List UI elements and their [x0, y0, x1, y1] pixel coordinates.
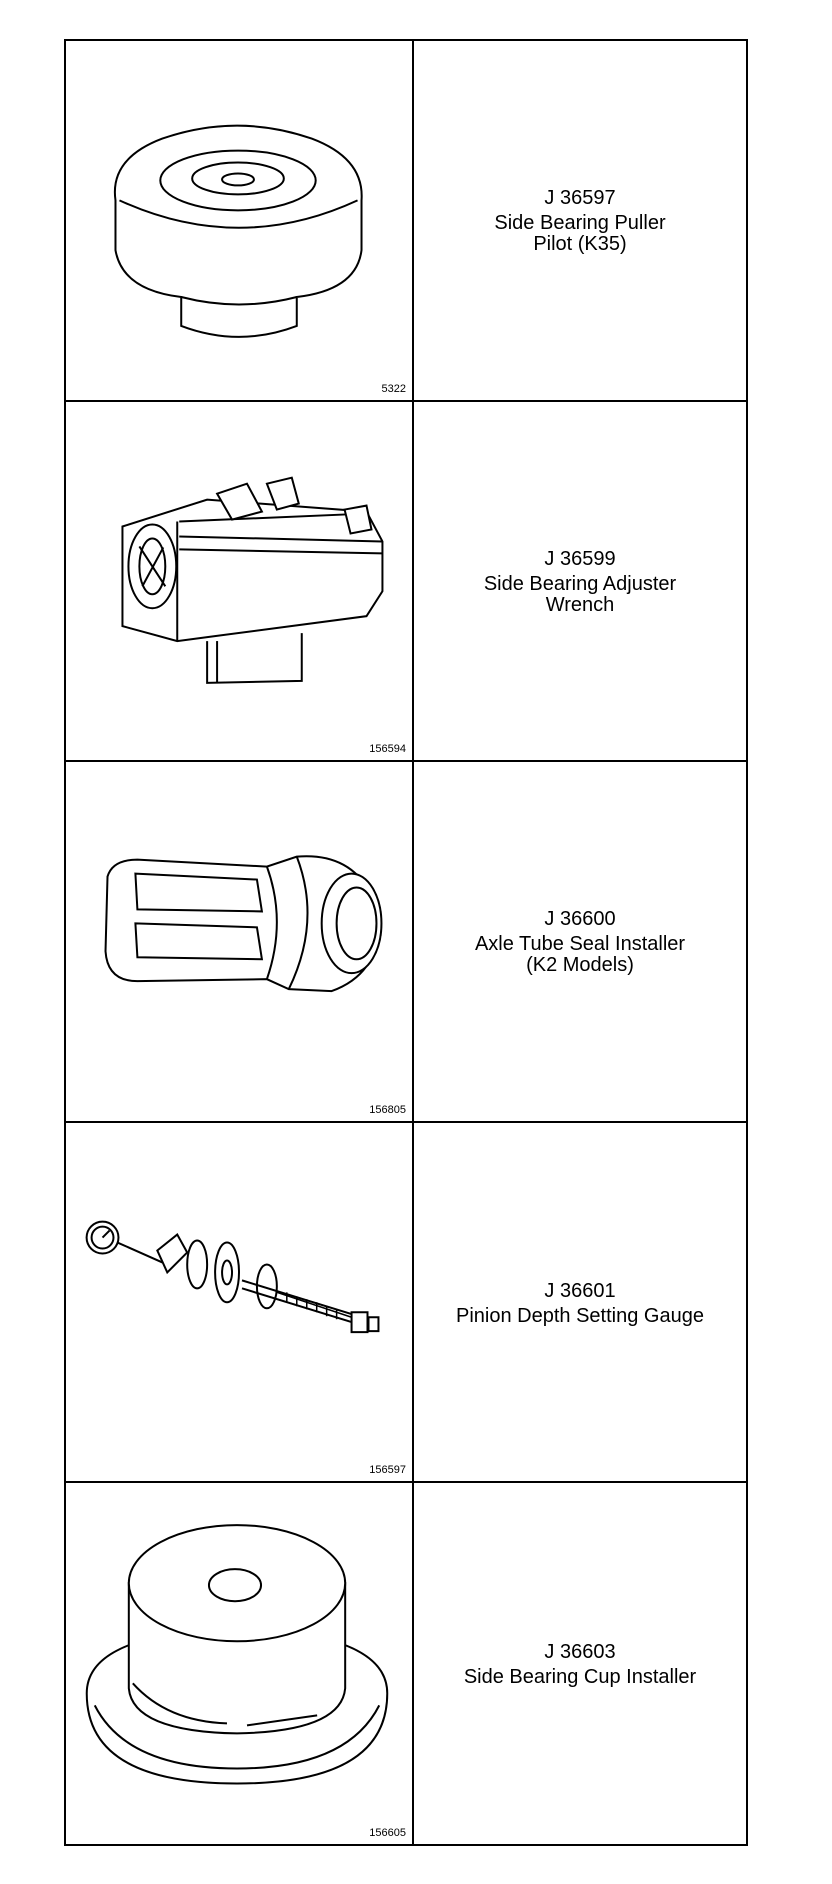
- tool-description: Axle Tube Seal Installer (K2 Models): [474, 933, 686, 977]
- tool-description: Side Bearing Puller Pilot (K35): [494, 212, 666, 256]
- axle-tube-seal-installer-icon: [66, 762, 412, 1121]
- figure-number: 156605: [369, 1827, 406, 1839]
- tool-illustration-cell: 156597: [66, 1122, 414, 1484]
- tool-description: Side Bearing Cup Installer: [463, 1666, 697, 1689]
- tool-label-cell: J 36600 Axle Tube Seal Installer (K2 Mod…: [414, 762, 746, 1123]
- figure-number: 156805: [369, 1103, 406, 1116]
- pinion-depth-setting-gauge-icon: [66, 1123, 412, 1482]
- tool-number: J 36601: [544, 1279, 616, 1302]
- tool-label-cell: J 36603 Side Bearing Cup Installer: [414, 1483, 746, 1844]
- figure-number: 5322: [381, 382, 406, 395]
- tool-illustration-cell: 5322: [66, 41, 414, 402]
- figure-number: 156597: [369, 1464, 406, 1477]
- side-bearing-cup-installer-icon: [66, 1483, 412, 1844]
- tool-number: J 36600: [544, 908, 616, 931]
- tool-label-cell: J 36599 Side Bearing Adjuster Wrench: [414, 402, 746, 763]
- side-bearing-puller-pilot-icon: [66, 41, 412, 400]
- figure-number: 156594: [369, 743, 406, 756]
- tool-label-cell: J 36597 Side Bearing Puller Pilot (K35): [414, 41, 746, 402]
- tool-illustration-cell: 156594: [66, 401, 414, 763]
- tool-illustration-cell: 156805: [66, 762, 414, 1123]
- tool-label-cell: J 36601 Pinion Depth Setting Gauge: [414, 1123, 746, 1484]
- tool-description: Side Bearing Adjuster Wrench: [483, 572, 677, 616]
- tool-number: J 36597: [544, 187, 616, 210]
- tool-table: 5322 J 36597 Side Bearing Puller Pilot (…: [64, 39, 748, 1846]
- tool-number: J 36599: [544, 547, 616, 570]
- tool-number: J 36603: [544, 1641, 616, 1664]
- side-bearing-adjuster-wrench-icon: [66, 402, 412, 761]
- tool-description: Pinion Depth Setting Gauge: [456, 1304, 704, 1327]
- tool-illustration-cell: 156605: [66, 1483, 414, 1844]
